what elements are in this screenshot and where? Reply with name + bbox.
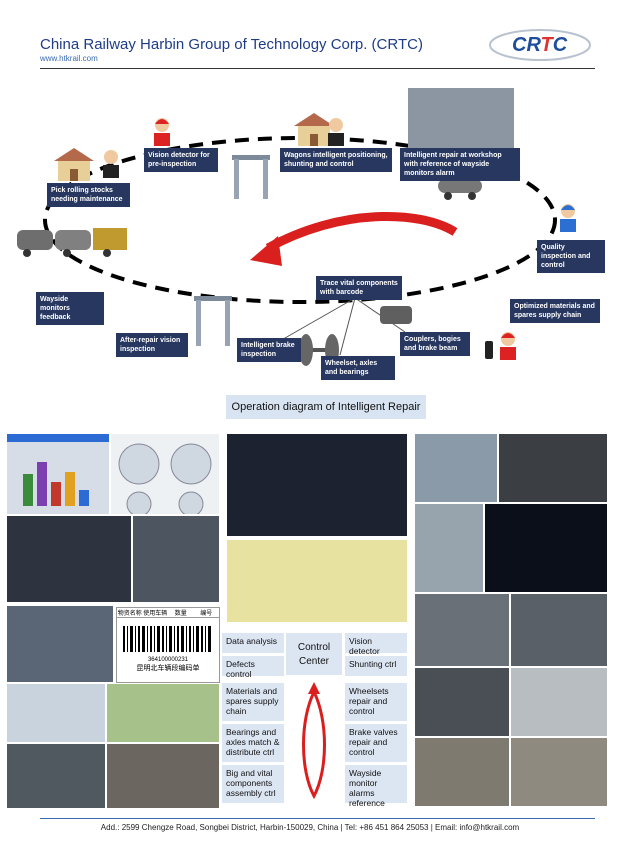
barcode-header-3: 数量 (174, 611, 187, 617)
analytics-screenshot (6, 433, 110, 515)
bogie-storage-photo (6, 743, 106, 809)
workshop-photo (408, 88, 514, 152)
header-divider (40, 68, 595, 69)
yard-map-screenshot (226, 539, 408, 623)
workshop-line-photo (510, 667, 608, 737)
barcode-bars-icon (123, 626, 211, 652)
locomotive-icon (17, 228, 127, 257)
label-intelligent-repair: Intelligent repair at workshop with refe… (400, 148, 520, 181)
cc-defects-control: Defects control (222, 656, 284, 679)
cc-shunting-ctrl: Shunting ctrl (345, 656, 407, 676)
cc-bearings-axles: Bearings and axles match & distribute ct… (222, 724, 284, 762)
logo-text: CR (512, 34, 541, 56)
cc-brake-valves: Brake valves repair and control (345, 724, 407, 762)
workshop-3d-model-1 (6, 683, 106, 743)
cc-data-analysis: Data analysis (222, 633, 284, 653)
axle-scanning-photo (510, 593, 608, 667)
cc-wayside-alarms: Wayside monitor alarms reference (345, 765, 407, 808)
gauge-dials-screenshot (110, 433, 220, 515)
operation-diagram (43, 136, 557, 356)
label-quality-inspection: Quality inspection and control (537, 240, 605, 273)
worker-scanner-icon (500, 332, 516, 360)
vision-images-screenshot (498, 433, 608, 503)
cc-vision-detector: Vision detector (345, 633, 407, 656)
wheel-inspection-photo (414, 593, 510, 667)
cycle-loop (43, 136, 557, 304)
after-repair-gantry-icon (194, 296, 232, 346)
bar-chart-thumbnail (7, 434, 109, 506)
barcode-number: 364100000231 (147, 657, 189, 663)
footer-address: Add.: 2599 Chengze Road, Songbei Distric… (100, 823, 520, 832)
barcode-header-1: 物资名称 (117, 611, 142, 617)
label-wayside-monitors: Wayside monitors feedback (36, 292, 104, 325)
dial-gauges-icon (118, 443, 212, 514)
worker-red-icon (154, 118, 170, 146)
handheld-device-photo (132, 515, 220, 603)
label-wheelset-axles: Wheelset, axles and bearings (321, 356, 395, 380)
red-arrow (265, 212, 458, 252)
label-trace-components: Trace vital components with barcode (316, 276, 402, 300)
wayside-sensor-photo (414, 503, 484, 593)
barcode-header-2: 使用车辆 (143, 611, 168, 617)
inspector-blue-icon (560, 204, 576, 232)
label-couplers-bogies: Couplers, bogies and brake beam (400, 332, 470, 356)
logo-text-end: C (552, 34, 568, 56)
label-after-repair: After-repair vision inspection (116, 333, 188, 357)
red-arrowhead-icon (250, 236, 282, 266)
worker-suit-icon-2 (328, 118, 344, 146)
shunting-house-icon (290, 110, 338, 148)
cc-big-components: Big and vital components assembly ctrl (222, 765, 284, 803)
loop-arrow-icon (302, 682, 326, 800)
bogie-component-icon (380, 306, 412, 324)
tank-wagon-icon (438, 179, 482, 200)
tablet-photo (6, 515, 132, 603)
rail-track-photo (510, 737, 608, 807)
monitoring-screen-screenshot (484, 503, 608, 593)
logo-swoosh-icon (489, 29, 591, 61)
vision-gantry-icon (232, 155, 270, 199)
crtc-logo: CRTC (488, 28, 593, 62)
footer-divider (40, 818, 595, 819)
label-brake-inspection: Intelligent brake inspection (237, 338, 301, 362)
wheelset-line-photo (106, 743, 220, 809)
label-vision-pre-inspection: Vision detector for pre-inspection (144, 148, 218, 172)
diagram-caption: Operation diagram of Intelligent Repair (226, 395, 426, 419)
handheld-scanner-icon (485, 341, 493, 359)
company-url[interactable]: www.htkrail.com (40, 54, 98, 63)
logo-text-accent: T (540, 34, 553, 56)
gantry-outdoor-photo (414, 433, 498, 503)
label-wagons-positioning: Wagons intelligent positioning, shunting… (280, 148, 392, 172)
worker-suit-icon (103, 150, 119, 178)
depot-house-icon (50, 145, 98, 183)
worker-scanning-photo (6, 605, 114, 683)
workshop-3d-model-2 (106, 683, 220, 743)
barcode-text: 昆明北车辆段编码单 (136, 665, 200, 672)
brake-parts-photo (414, 667, 510, 737)
control-center-title: Control Center (286, 633, 342, 675)
label-pick-rolling-stocks: Pick rolling stocks needing maintenance (47, 183, 130, 207)
barcode-header-4: 编号 (200, 611, 213, 617)
page-title: China Railway Harbin Group of Technology… (40, 36, 423, 53)
track-sensor-photo (414, 737, 510, 807)
control-room-photo (226, 433, 408, 537)
cc-materials-supply: Materials and spares supply chain (222, 683, 284, 721)
cc-wheelsets-repair: Wheelsets repair and control (345, 683, 407, 721)
barcode-label: 物资名称 使用车辆 数量 编号 364100000231 昆明北车辆段编码单 (116, 607, 220, 683)
label-optimized-materials: Optimized materials and spares supply ch… (510, 299, 600, 323)
